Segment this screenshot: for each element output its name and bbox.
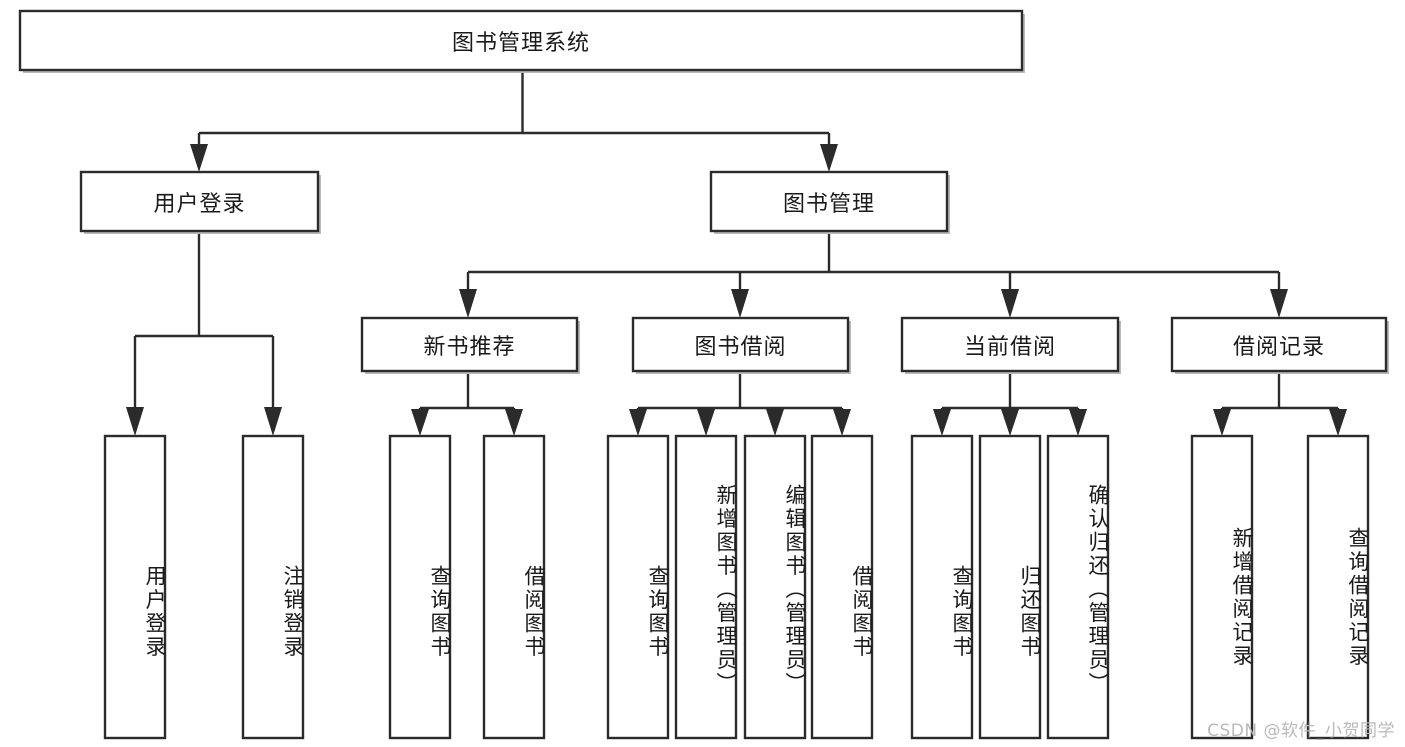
node-leaf-query-book-2-box[interactable] [606, 434, 670, 740]
arrowhead-leaf-query-record [1329, 409, 1347, 436]
connector-group-borrow-record [1213, 373, 1347, 436]
arrowhead-user-login [190, 144, 208, 172]
node-leaf-user-login-box[interactable] [103, 434, 167, 740]
arrowhead-leaf-query-book-3 [933, 409, 951, 436]
arrowhead-leaf-borrow-book-1 [505, 409, 523, 436]
node-root-box[interactable] [18, 9, 1024, 72]
arrowhead-leaf-borrow-book-2 [833, 409, 851, 436]
node-leaf-borrow-book-2-box[interactable] [810, 434, 874, 740]
arrowhead-leaf-user-login [126, 407, 144, 436]
node-book-manage-box[interactable] [709, 170, 949, 233]
arrowhead-borrow-record [1270, 289, 1288, 318]
node-new-book-recommend-box[interactable] [360, 316, 579, 373]
connector-group-book-borrow [629, 373, 851, 436]
arrowhead-leaf-edit-book [766, 409, 784, 436]
arrowhead-leaf-add-book [697, 409, 715, 436]
node-leaf-query-record-box[interactable] [1306, 434, 1370, 740]
connector-group-book-manage [459, 232, 1288, 318]
connector-group-new-book-recommend [411, 373, 523, 436]
node-leaf-add-book-box[interactable] [674, 434, 738, 740]
node-leaf-borrow-book-1-box[interactable] [482, 434, 546, 740]
node-leaf-confirm-return-box[interactable] [1046, 434, 1110, 740]
node-leaf-edit-book-box[interactable] [743, 434, 807, 740]
node-leaf-add-record-box[interactable] [1190, 434, 1254, 740]
node-leaf-query-book-1-box[interactable] [388, 434, 452, 740]
node-leaf-user-logout-box[interactable] [241, 434, 305, 740]
connector-group-root [190, 71, 838, 172]
connector-group-user-login [126, 232, 282, 436]
arrowhead-leaf-confirm-return [1069, 409, 1087, 436]
connector-group-current-borrow [933, 373, 1087, 436]
node-current-borrow-box[interactable] [900, 316, 1120, 373]
node-leaf-return-book-box[interactable] [978, 434, 1042, 740]
arrowhead-leaf-return-book [1001, 409, 1019, 436]
arrowhead-book-manage [820, 144, 838, 172]
arrowhead-current-borrow [1001, 289, 1019, 318]
arrowhead-leaf-add-record [1213, 409, 1231, 436]
node-leaf-query-book-3-box[interactable] [910, 434, 974, 740]
arrowhead-leaf-user-logout [264, 407, 282, 436]
arrowhead-new-book-recommend [459, 289, 477, 318]
node-borrow-record-box[interactable] [1170, 316, 1388, 373]
arrowhead-book-borrow [731, 289, 749, 318]
arrowhead-leaf-query-book-2 [629, 409, 647, 436]
node-user-login-box[interactable] [79, 170, 320, 233]
node-book-borrow-box[interactable] [631, 316, 850, 373]
arrowhead-leaf-query-book-1 [411, 409, 429, 436]
